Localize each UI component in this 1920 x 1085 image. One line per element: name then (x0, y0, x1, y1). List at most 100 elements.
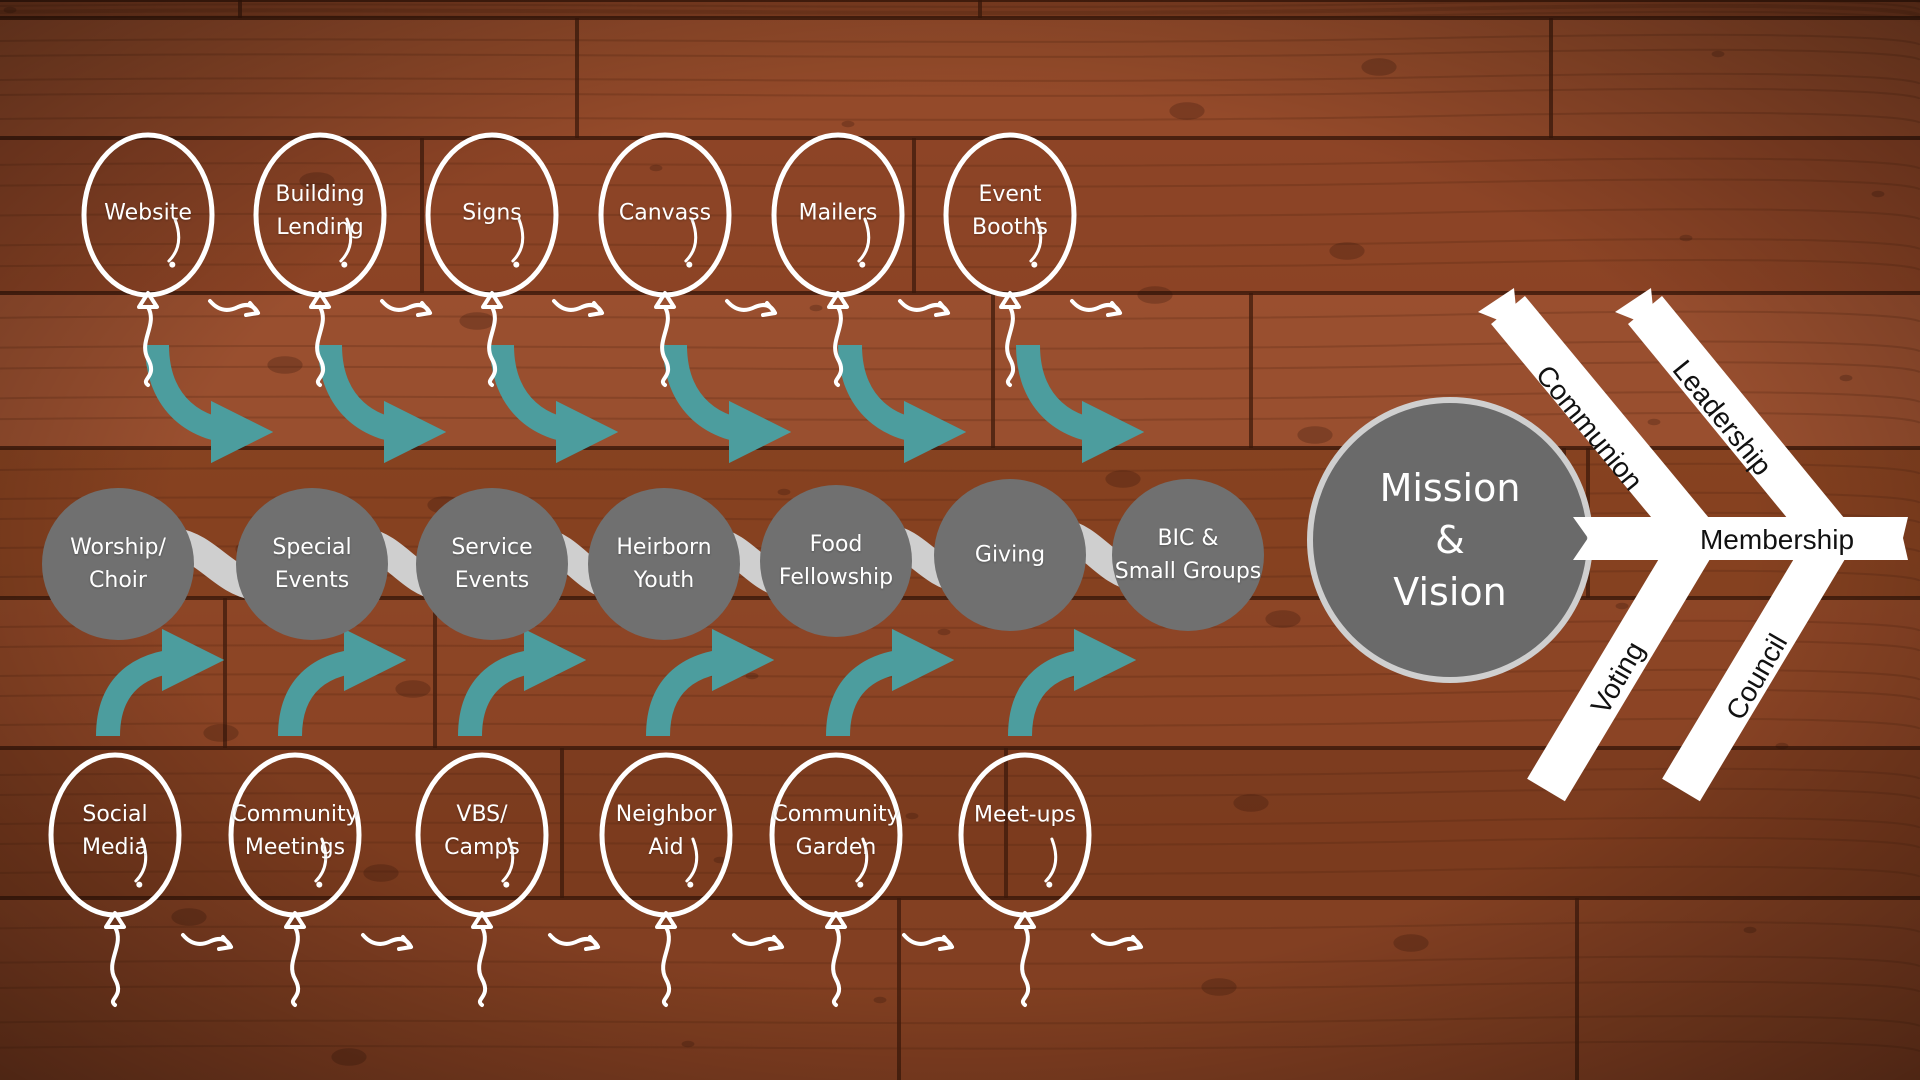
balloon-label-meet-ups-line: Meet-ups (974, 802, 1076, 828)
ministry-node-worship-choir (42, 488, 194, 640)
ministry-label-special-events-line: Events (274, 568, 350, 593)
balloon-signs-string (487, 305, 498, 387)
ministry-label-food-fellowship-line: Food (809, 532, 863, 557)
balloon-meet-ups-shine-dot (1046, 881, 1053, 888)
flow-arrows (96, 344, 1145, 737)
membership-arrow (1478, 288, 1908, 802)
balloon-website (81, 132, 215, 387)
balloon-building-lending-shine-dot (341, 261, 348, 268)
flow-arrow-top (145, 344, 274, 464)
balloon-label-canvass-line: Canvass (618, 200, 712, 226)
balloon-community-garden-shine (855, 837, 869, 883)
flow-arrow-top (490, 344, 619, 464)
balloon-vbs-camps (415, 752, 549, 1007)
balloon-website-shine-dot (169, 261, 176, 268)
balloon-signs-shine-dot (513, 261, 520, 268)
balloon-label-community-meetings-line: Community (231, 802, 359, 827)
chevron-arm (1662, 526, 1851, 802)
balloon-label-signs: Signs (462, 197, 521, 230)
flow-arrow-top (838, 344, 967, 464)
balloon-building-lending (253, 132, 387, 387)
squiggle-arrow-head (761, 301, 777, 317)
flow-arrow-bottom (826, 628, 955, 737)
balloon-label-website: Website (104, 197, 192, 230)
balloon-community-meetings-string (290, 925, 301, 1007)
balloon-neighbor-aid (599, 752, 733, 1007)
balloon-label-social-media-line: Social (82, 802, 148, 827)
balloon-label-vbs-camps-line: VBS/ (456, 802, 508, 827)
balloon-mailers-shine-dot (859, 261, 866, 268)
balloon-label-community-meetings-line: Meetings (244, 835, 346, 860)
ministry-label-heirborn-youth-line: Heirborn (616, 535, 712, 560)
balloon-label-event-booths-line: Event (978, 182, 1042, 207)
balloon-community-meetings-shine-dot (316, 881, 323, 888)
ministry-label-worship-choir: Worship/Choir (70, 531, 166, 597)
balloon-mailers-shine (857, 217, 871, 263)
ministry-node-food-fellowship (760, 485, 912, 637)
balloon-label-mailers: Mailers (799, 197, 878, 230)
balloon-social-media (48, 752, 182, 1007)
balloon-mailers-string (833, 305, 844, 387)
squiggle-arrow-head (584, 935, 600, 951)
balloon-label-canvass: Canvass (619, 197, 711, 230)
balloon-label-mailers-line: Mailers (798, 200, 878, 226)
balloon-community-meetings-shine (314, 837, 328, 883)
balloon-vbs-camps-shine-dot (503, 881, 510, 888)
balloon-meet-ups-string (1020, 925, 1031, 1007)
flow-arrow-top (1016, 344, 1145, 464)
ministry-label-bic-small-groups-line: Small Groups (1114, 559, 1262, 584)
balloon-canvass-shine (684, 217, 698, 263)
balloon-label-event-booths-line: Booths (971, 215, 1049, 240)
balloon-neighbor-aid-shine (685, 837, 699, 883)
chevron-notch (1478, 288, 1518, 328)
ministry-label-heirborn-youth-line: Youth (633, 568, 695, 593)
flow-arrow-bottom (1008, 628, 1137, 737)
ministry-label-special-events-line: Special (272, 535, 352, 560)
chevron-arm (1527, 526, 1716, 802)
balloon-label-neighbor-aid-line: Aid (648, 835, 684, 860)
chevron-arm (1491, 295, 1714, 553)
balloon-vbs-camps-string (477, 925, 488, 1007)
ministry-label-bic-small-groups-line: BIC & (1157, 526, 1219, 551)
ministry-label-food-fellowship-line: Fellowship (778, 565, 894, 590)
ministry-node-special-events (236, 488, 388, 640)
balloon-neighbor-aid-string (661, 925, 672, 1007)
squiggle-arrow-head (938, 935, 954, 951)
mission-vision-label: Mission&Vision (1380, 462, 1521, 618)
flow-arrow-top (318, 344, 447, 464)
balloon-canvass-shine-dot (686, 261, 693, 268)
balloon-building-lending-string (315, 305, 326, 387)
balloon-community-garden (769, 752, 903, 1007)
balloon-website-string (143, 305, 154, 387)
squiggle-arrow-head (244, 301, 260, 317)
flow-arrow-bottom (458, 628, 587, 737)
ministry-label-service-events-line: Events (454, 568, 530, 593)
balloon-meet-ups (958, 752, 1092, 1007)
balloon-label-vbs-camps-line: Camps (444, 835, 520, 860)
balloon-label-community-garden-line: Garden (795, 835, 877, 860)
balloon-neighbor-aid-shine-dot (687, 881, 694, 888)
balloon-community-garden-string (831, 925, 842, 1007)
squiggle-arrow-head (768, 935, 784, 951)
flow-arrow-bottom (96, 628, 225, 737)
outreach-balloons (48, 132, 1143, 1007)
flow-arrow-bottom (646, 628, 775, 737)
ministry-label-worship-choir-line: Worship/ (70, 535, 166, 560)
balloon-signs (425, 132, 559, 387)
balloon-label-building-lending-line: Lending (276, 215, 364, 240)
balloon-label-signs-line: Signs (462, 200, 522, 226)
ministry-label-giving-line: Giving (974, 542, 1046, 568)
balloon-social-media-shine-dot (136, 881, 143, 888)
arm-label-membership: Membership (1699, 524, 1855, 555)
chevron-notch (1615, 288, 1655, 328)
balloon-mailers (771, 132, 905, 387)
